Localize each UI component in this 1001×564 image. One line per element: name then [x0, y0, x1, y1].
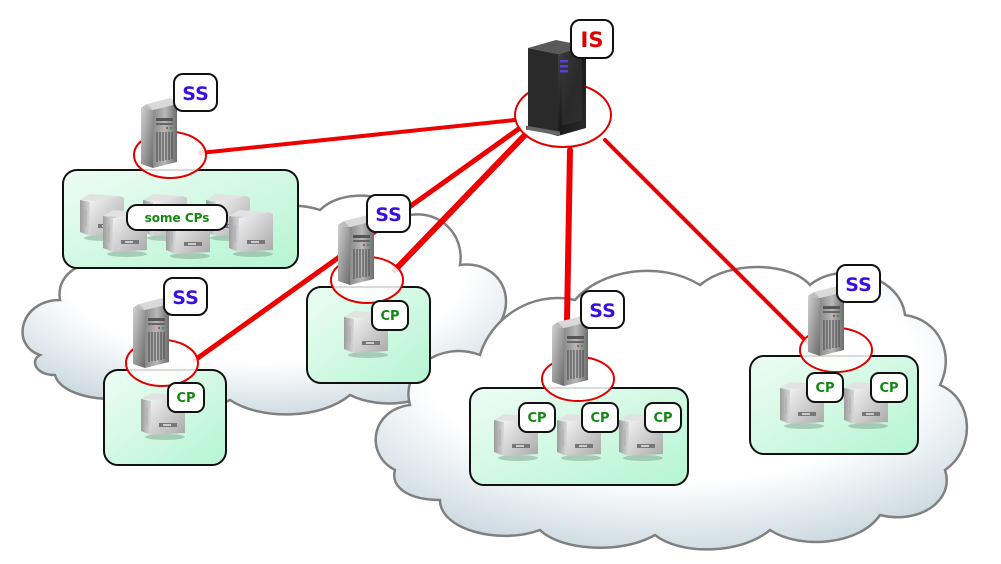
cp-group-label-text: some CPs: [145, 211, 210, 225]
index-server-icon: [526, 40, 586, 136]
cp-label: CP: [644, 402, 682, 433]
cp-label-text: CP: [653, 411, 672, 426]
ss-label-text: SS: [182, 83, 209, 105]
cp-label-text: CP: [527, 411, 546, 426]
cp-label: CP: [167, 382, 205, 413]
link-is-ss4: [564, 147, 573, 323]
link-is-ss5: [603, 138, 810, 345]
ss-label: SS: [580, 290, 625, 329]
ss-label: SS: [173, 73, 218, 112]
cp-label-text: CP: [176, 391, 195, 406]
ss-label: SS: [163, 277, 208, 316]
is-label: IS: [570, 19, 614, 59]
cp-label-text: CP: [590, 411, 609, 426]
cp-label: CP: [806, 372, 844, 403]
cp-label: CP: [870, 372, 908, 403]
cp-label-text: CP: [815, 381, 834, 396]
ss-label: SS: [836, 264, 881, 303]
cp-label: CP: [371, 300, 409, 331]
cp-label-text: CP: [879, 381, 898, 396]
cp-label: CP: [518, 402, 556, 433]
link-is-ss2: [392, 132, 528, 273]
is-label-text: IS: [581, 28, 604, 52]
ss-label-text: SS: [589, 300, 616, 322]
site-server-icon: [140, 97, 178, 169]
ss-label-text: SS: [172, 287, 199, 309]
cp-group-label: some CPs: [126, 204, 228, 231]
site-server-icon: [551, 315, 589, 387]
ss-label-text: SS: [845, 274, 872, 296]
ss-label: SS: [366, 194, 411, 233]
link-is-ss1: [198, 118, 517, 155]
cp-label: CP: [581, 402, 619, 433]
cp-label-text: CP: [380, 309, 399, 324]
ss-label-text: SS: [375, 204, 402, 226]
